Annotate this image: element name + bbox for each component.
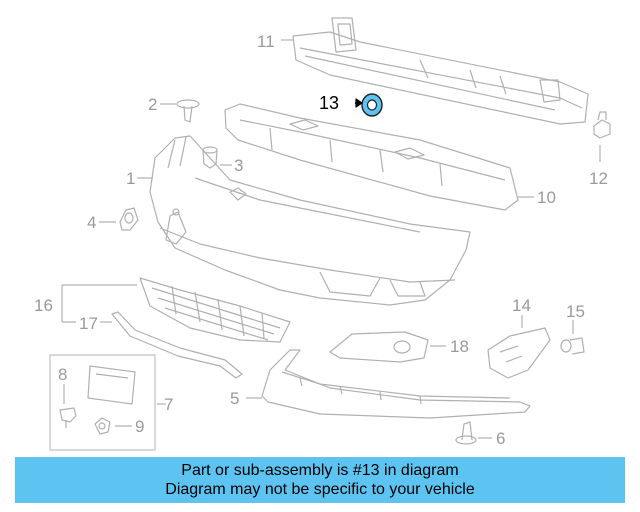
callout-16: 16 xyxy=(34,296,53,315)
callout-5: 5 xyxy=(230,389,240,408)
clip-4 xyxy=(119,207,139,231)
leader-lines xyxy=(61,39,601,439)
callout-18: 18 xyxy=(450,337,469,356)
screw-8 xyxy=(59,407,77,428)
callout-2: 2 xyxy=(148,95,158,114)
callout-12: 12 xyxy=(589,169,608,188)
callout-17: 17 xyxy=(79,314,98,333)
bumper-cover xyxy=(149,135,471,306)
nut-9 xyxy=(94,417,111,435)
lower-spoiler xyxy=(261,349,531,419)
rivet-6 xyxy=(455,421,477,445)
callout-4: 4 xyxy=(87,213,97,232)
callout-1: 1 xyxy=(126,169,136,188)
reinforcement-beam xyxy=(292,17,589,125)
callout-6: 6 xyxy=(496,429,506,448)
push-pin-2 xyxy=(176,99,200,123)
callout-10: 10 xyxy=(537,188,556,207)
trim-strip xyxy=(111,311,243,379)
callout-14: 14 xyxy=(512,296,531,315)
license-bracket-area xyxy=(49,354,156,451)
fastener-15 xyxy=(560,337,585,355)
energy-absorber xyxy=(224,103,519,211)
fog-cover xyxy=(329,331,429,363)
bolt-12 xyxy=(593,111,611,139)
callout-11: 11 xyxy=(257,32,275,51)
part-13-grommet xyxy=(355,93,383,117)
callout-13: 13 xyxy=(319,93,340,113)
callout-8: 8 xyxy=(58,365,68,384)
bracket-14 xyxy=(487,327,551,379)
banner-line-2: Diagram may not be specific to your vehi… xyxy=(165,481,475,498)
info-banner: Part or sub-assembly is #13 in diagram D… xyxy=(15,457,625,503)
lower-grille xyxy=(139,277,291,343)
callout-9: 9 xyxy=(135,417,145,436)
callout-15: 15 xyxy=(566,302,585,321)
callout-7: 7 xyxy=(164,395,174,414)
diagram-drawing xyxy=(49,17,611,451)
callout-3: 3 xyxy=(234,156,244,175)
banner-line-1: Part or sub-assembly is #13 in diagram xyxy=(181,462,459,479)
